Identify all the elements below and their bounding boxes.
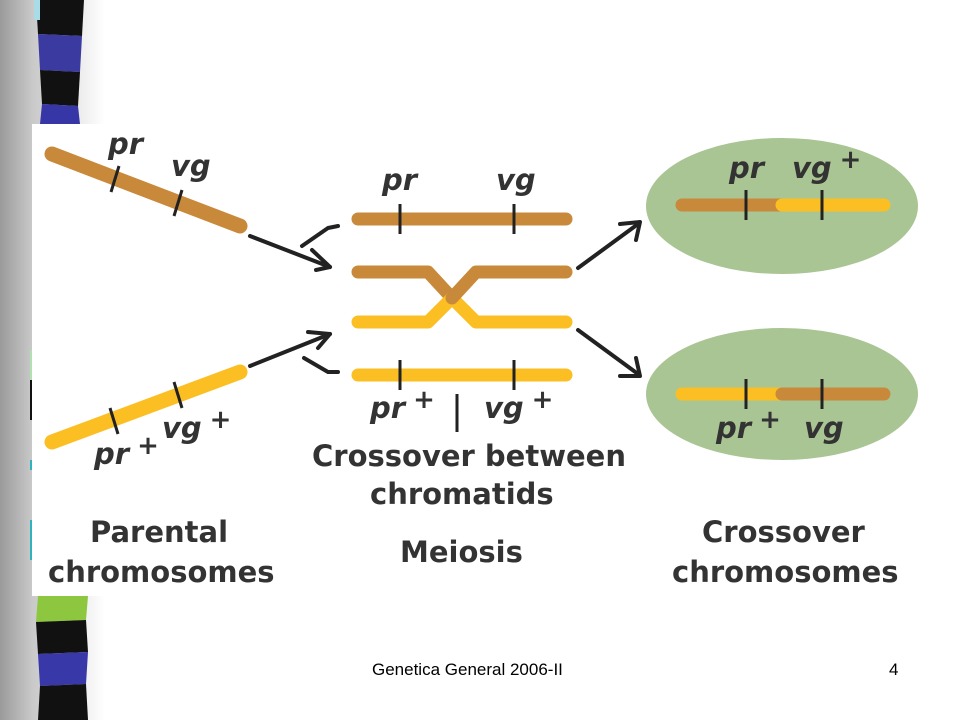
parental-caption-line2: chromosomes [48, 555, 275, 589]
parental-top-gene1-label: pr [107, 127, 145, 161]
parental-bottom-gene1: pr [93, 437, 131, 471]
crossover-bottom-gene2-label: vg [804, 411, 844, 445]
footer-title: Genetica General 2006-II [372, 660, 563, 679]
parental-chromosome-recessive [44, 146, 248, 234]
parental-caption-line1: Parental [90, 515, 228, 549]
crossover-bottom-gene1: pr [715, 411, 753, 445]
crossover-top-gene2-label: vg + [792, 145, 861, 185]
crossover-top-gene2-sup: + [840, 145, 862, 175]
parental-bottom-gene1-sup: + [137, 431, 159, 461]
parental-bottom-gene2-label: vg + [162, 405, 231, 445]
meiosis-top-gene1-label: pr [381, 163, 419, 197]
meiosis-bottom-gene2-label: vg + [484, 385, 553, 425]
arrow-down-head [618, 356, 642, 378]
meiosis-bottom-gene2-sup: + [532, 385, 554, 415]
crossover-caption-line1: Crossover [702, 515, 866, 549]
arrows-meiosis-to-cells [576, 220, 642, 378]
meiosis-bottom-gene1: pr [369, 391, 407, 425]
slide-number: 4 [889, 660, 899, 679]
crossover-label-line1: Crossover between [312, 439, 626, 473]
parental-top-gene2-label: vg [171, 149, 211, 183]
arrow-top-head-upper [300, 224, 340, 248]
meiosis-bottom-gene2: vg [484, 391, 524, 425]
locus-tick-pr-plus [108, 407, 120, 435]
arrow-top-head-lower [310, 248, 332, 272]
crossover-bottom-gene1-sup: + [759, 405, 781, 435]
meiosis-bottom-gene1-label: pr+ [369, 385, 435, 425]
meiosis-bottom-gene1-sup: + [413, 385, 435, 415]
meiosis-chromatids: pr vg pr+ vg+ Crossover between chromati… [312, 163, 626, 569]
arrow-up-head [618, 220, 642, 242]
locus-tick-pr [109, 165, 121, 193]
crossover-top-gene1-label: pr [728, 151, 766, 185]
arrow-bottom-head-upper [306, 330, 332, 350]
crossover-caption-line2: chromosomes [672, 555, 899, 589]
chromatid-2-left [351, 265, 459, 305]
parental-bottom-gene1-label: pr+ [93, 431, 159, 471]
chromatid-3-right [445, 265, 573, 305]
arrow-bottom-head-lower [302, 356, 340, 374]
crossover-chromosomes: pr vg+ pr+ vg Crossover chromosomes [646, 138, 918, 589]
arrow-up-shaft [576, 222, 640, 270]
parental-bottom-gene2-sup: + [210, 405, 232, 435]
crossover-top-gene2: vg [792, 151, 832, 185]
arrow-top-shaft [248, 234, 332, 269]
crossover-label-line2: chromatids [370, 477, 554, 511]
parental-chromosomes: pr vg vg+ pr+ Parental chromosomes [44, 127, 275, 589]
locus-tick-vg [172, 189, 184, 217]
parental-chromosome-wildtype [44, 364, 248, 450]
crossover-bottom-gene1-label: pr+ [715, 405, 781, 445]
arrows-parental-to-meiosis [248, 224, 340, 374]
meiosis-top-gene2-label: vg [496, 163, 536, 197]
arrow-bottom-shaft [248, 332, 332, 368]
arrow-down-shaft [576, 328, 640, 376]
locus-tick-vg-plus [172, 381, 184, 409]
chromatid-3-left [351, 291, 459, 329]
chromatid-2-right [445, 291, 573, 329]
parental-bottom-gene2: vg [162, 411, 202, 445]
meiosis-caption: Meiosis [400, 535, 523, 569]
crossover-diagram: pr vg vg+ pr+ Parental chromosomes [32, 124, 960, 596]
